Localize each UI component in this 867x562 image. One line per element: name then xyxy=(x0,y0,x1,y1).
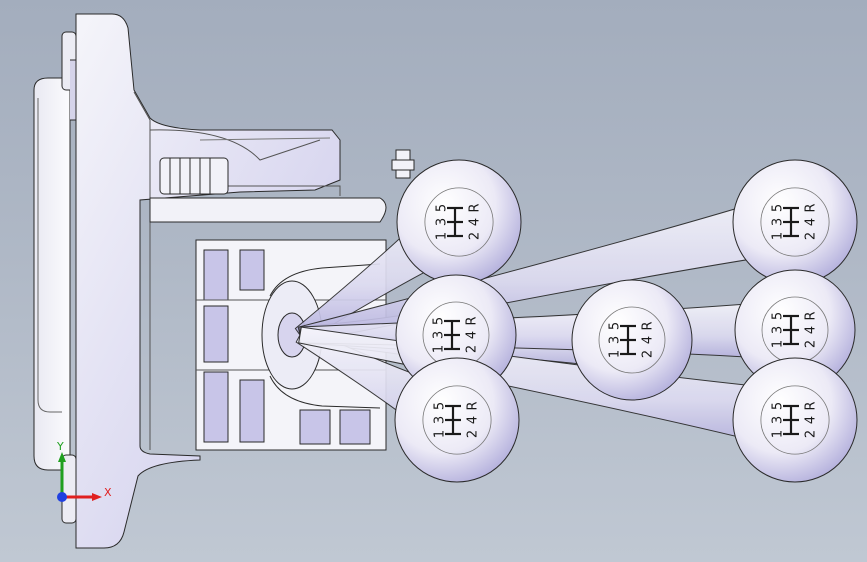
knob-top-left[interactable]: 1 2 3 4 5 R xyxy=(396,159,522,285)
gear-label: R xyxy=(465,316,480,325)
gear-label: 1 xyxy=(433,430,448,438)
gear-label: 3 xyxy=(771,218,786,226)
gear-label: 4 xyxy=(641,336,656,344)
shift-pattern-icon: 1 2 3 4 5 R xyxy=(771,311,819,348)
knob-top-right[interactable]: 1 2 3 4 5 R xyxy=(732,159,858,285)
gear-label: 1 xyxy=(771,340,786,348)
gear-label: 5 xyxy=(433,402,448,410)
shift-pattern-icon: 1 2 3 4 5 R xyxy=(435,203,483,240)
gear-label: 1 xyxy=(608,350,623,358)
gear-label: 4 xyxy=(468,218,483,226)
gear-label: 3 xyxy=(435,218,450,226)
gear-label: 4 xyxy=(466,416,481,424)
gear-label: 3 xyxy=(771,326,786,334)
gear-label: 5 xyxy=(771,312,786,320)
gear-label: 4 xyxy=(804,326,819,334)
knob-center[interactable]: 1 2 3 4 5 R xyxy=(571,279,693,401)
gear-label: 5 xyxy=(435,204,450,212)
knob-face-ring xyxy=(422,385,492,455)
z-axis-dot xyxy=(57,492,67,502)
gear-label: 3 xyxy=(433,416,448,424)
gear-label: 1 xyxy=(432,345,447,353)
gear-label: 5 xyxy=(771,204,786,212)
knob-face-ring xyxy=(760,187,830,257)
gear-label: 2 xyxy=(804,232,819,240)
knob-face-ring xyxy=(424,187,494,257)
gear-label: R xyxy=(804,203,819,212)
gear-label: 1 xyxy=(435,232,450,240)
gear-label: 2 xyxy=(804,430,819,438)
gear-label: R xyxy=(804,401,819,410)
gear-label: 4 xyxy=(804,218,819,226)
knob-bottom-left[interactable]: 1 2 3 4 5 R xyxy=(394,357,520,483)
gear-label: 2 xyxy=(465,345,480,353)
gear-label: 2 xyxy=(804,340,819,348)
y-axis-head xyxy=(58,452,66,462)
gear-label: 4 xyxy=(465,331,480,339)
knob-face-ring xyxy=(598,306,666,374)
gear-label: 5 xyxy=(771,402,786,410)
shift-pattern-icon: 1 2 3 4 5 R xyxy=(771,203,819,240)
gear-label: 2 xyxy=(466,430,481,438)
gear-label: R xyxy=(804,311,819,320)
y-axis-label: Y xyxy=(56,440,64,453)
shift-pattern-icon: 1 2 3 4 5 R xyxy=(608,321,656,358)
gear-label: R xyxy=(641,321,656,330)
gear-label: 3 xyxy=(432,331,447,339)
mounting-flange xyxy=(33,31,77,524)
gear-label: 1 xyxy=(771,232,786,240)
upper-linkage xyxy=(149,149,415,223)
knob-face-ring xyxy=(760,385,830,455)
gear-label: 5 xyxy=(432,317,447,325)
gear-label: 4 xyxy=(804,416,819,424)
main-bracket xyxy=(75,13,341,549)
gear-label: 1 xyxy=(771,430,786,438)
knob-bottom-right[interactable]: 1 2 3 4 5 R xyxy=(732,357,858,483)
gear-label: 2 xyxy=(641,350,656,358)
gear-label: 3 xyxy=(608,336,623,344)
shift-pattern-icon: 1 2 3 4 5 R xyxy=(433,401,481,438)
x-axis-head xyxy=(92,493,102,501)
gear-label: 3 xyxy=(771,416,786,424)
shift-pattern-icon: 1 2 3 4 5 R xyxy=(432,316,480,353)
shift-pattern-icon: 1 2 3 4 5 R xyxy=(771,401,819,438)
gear-label: 2 xyxy=(468,232,483,240)
gear-label: R xyxy=(468,203,483,212)
gear-label: R xyxy=(466,401,481,410)
axis-triad: X Y xyxy=(56,440,112,502)
x-axis-label: X xyxy=(104,486,112,499)
gear-label: 5 xyxy=(608,322,623,330)
